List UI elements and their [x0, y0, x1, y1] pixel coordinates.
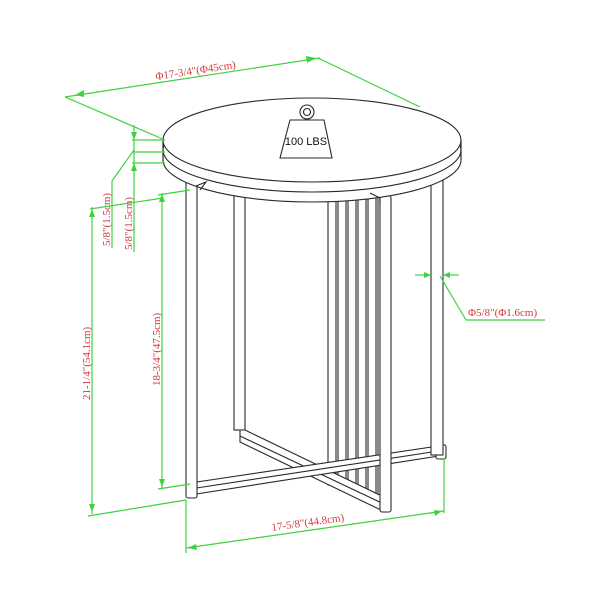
right-leg: [430, 179, 444, 456]
weight-icon: [279, 119, 333, 159]
total-height-label: 21-1/4"(54.1cm): [81, 326, 93, 400]
top-thickness-upper-label: 5/8"(1.5cm): [101, 193, 113, 246]
table-illustration: 100 LBS: [162, 97, 462, 513]
front-center-leg: [379, 195, 392, 513]
top-thickness-lower-label: 5/8"(1.5cm): [123, 197, 135, 250]
dimension-frame-height: 18-3/4"(47.5cm): [151, 189, 191, 490]
leg-diameter-label: Φ5/8"(Φ1.6cm): [468, 307, 537, 319]
weight-ring-icon: [299, 104, 315, 120]
x-base: [189, 429, 447, 513]
frame-height-label: 18-3/4"(47.5cm): [151, 312, 163, 386]
front-left-leg: [185, 179, 198, 499]
vertical-slats: [233, 189, 387, 499]
weight-badge: 100 LBS: [279, 104, 333, 159]
weight-label: 100 LBS: [285, 136, 327, 148]
top-diameter-label: Φ17-3/4"(Φ45cm): [155, 59, 237, 83]
dimension-leg-diameter: Φ5/8"(Φ1.6cm): [415, 272, 545, 321]
dimension-total-height: 21-1/4"(54.1cm): [81, 197, 187, 517]
dimension-top-thickness: 5/8"(1.5cm) 5/8"(1.5cm): [101, 125, 165, 252]
